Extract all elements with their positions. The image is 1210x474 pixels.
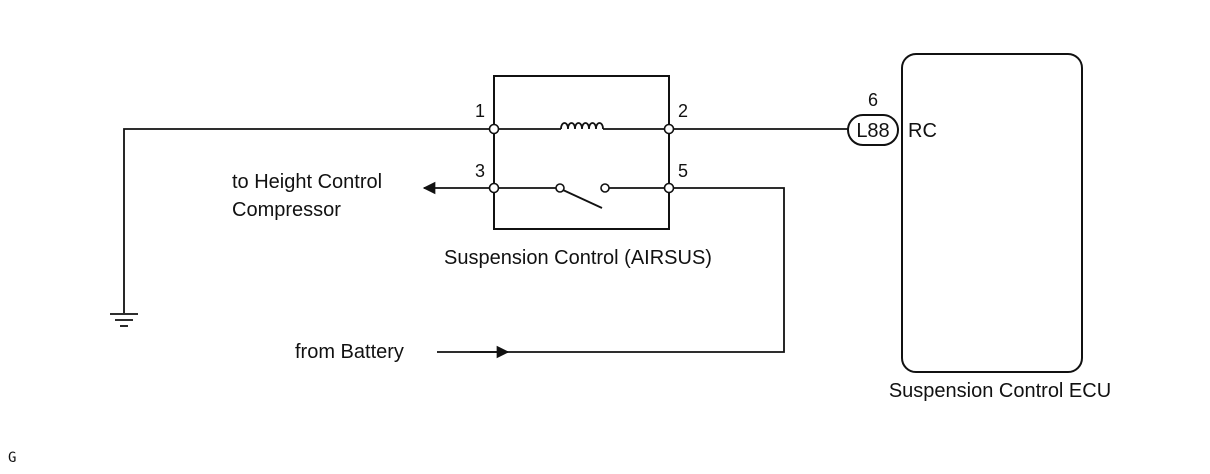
- switch-contact-icon: [555, 183, 565, 193]
- ground-icon: [110, 313, 138, 327]
- relay-coil-icon: [560, 122, 604, 130]
- ground-wire: [123, 128, 494, 313]
- compressor-label-line1: to Height Control: [232, 171, 382, 193]
- switch-contact-icon: [600, 183, 610, 193]
- relay-pin-3: 3: [475, 161, 485, 181]
- relay-terminal-icon: [663, 123, 675, 135]
- compressor-label-line2: Compressor: [232, 199, 341, 221]
- relay-terminal-icon: [488, 123, 500, 135]
- ecu-label: Suspension Control ECU: [889, 380, 1111, 402]
- relay-pin-1: 1: [475, 101, 485, 121]
- figure-code: G: [8, 450, 16, 466]
- connector-code: L88: [856, 120, 889, 142]
- ecu-box: [901, 53, 1083, 373]
- relay-terminal-icon: [488, 182, 500, 194]
- relay-terminal-icon: [663, 182, 675, 194]
- connector-pin: 6: [868, 90, 878, 110]
- switch-blade: [562, 189, 603, 209]
- connector-icon: [847, 114, 899, 146]
- relay-pin-2: 2: [678, 101, 688, 121]
- relay-pin-5: 5: [678, 161, 688, 181]
- ecu-terminal-rc: RC: [908, 120, 937, 142]
- battery-wire: [437, 187, 785, 353]
- battery-label: from Battery: [295, 341, 404, 363]
- relay-label: Suspension Control (AIRSUS): [444, 247, 712, 269]
- relay-box: [493, 75, 670, 230]
